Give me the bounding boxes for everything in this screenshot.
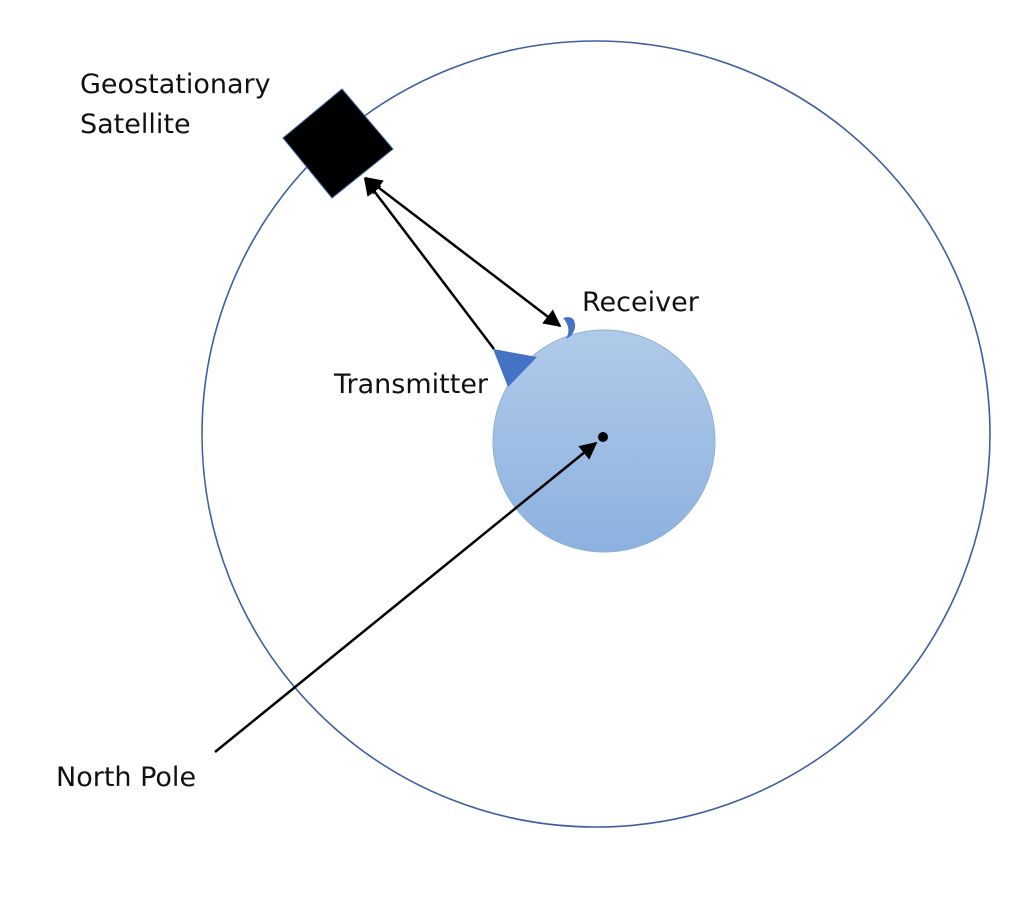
receiver-dish xyxy=(563,317,576,339)
north-pole-dot xyxy=(598,432,608,442)
receiver-label: Receiver xyxy=(582,287,699,318)
downlink-arrow xyxy=(364,176,562,328)
uplink-arrow xyxy=(363,177,495,350)
satellite-label-line1: Geostationary xyxy=(80,69,271,100)
geostationary-satellite xyxy=(282,88,394,199)
satellite-label-line2: Satellite xyxy=(80,109,191,140)
north-pole-label: North Pole xyxy=(56,762,197,793)
geostationary-orbit xyxy=(201,40,991,828)
transmitter-label: Transmitter xyxy=(334,369,489,400)
north-pole-arrow xyxy=(214,441,598,753)
transmitter-antenna xyxy=(493,349,537,387)
